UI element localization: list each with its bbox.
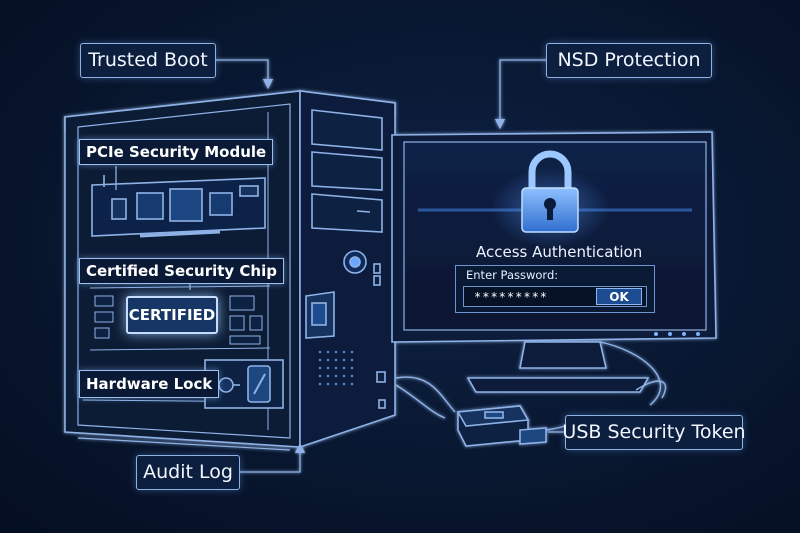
- motherboard-area: [89, 285, 271, 351]
- callout-nsd-protection: NSD Protection: [546, 43, 712, 78]
- label-pcie-security-module: PCIe Security Module: [79, 139, 274, 165]
- label-hardware-lock: Hardware Lock: [79, 370, 220, 398]
- callout-audit-log: Audit Log: [136, 455, 240, 490]
- password-label: Enter Password:: [466, 268, 559, 282]
- auth-title: Access Authentication: [476, 243, 643, 261]
- certified-badge: CERTIFIED: [126, 296, 218, 334]
- padlock-icon: [490, 150, 610, 248]
- pcie-card: [91, 175, 266, 238]
- cables: [395, 341, 667, 431]
- callout-usb-security-token: USB Security Token: [562, 415, 746, 450]
- ok-button[interactable]: OK: [596, 288, 642, 305]
- callout-connectors: [115, 59, 566, 473]
- label-certified-security-chip: Certified Security Chip: [79, 258, 284, 284]
- callout-trusted-boot: Trusted Boot: [80, 43, 216, 78]
- usb-token-icon: [456, 405, 547, 447]
